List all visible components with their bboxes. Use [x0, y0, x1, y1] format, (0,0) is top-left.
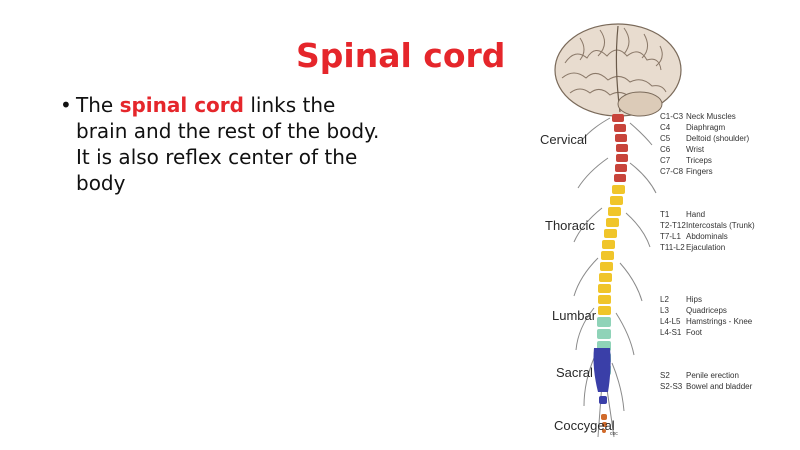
level-function: Triceps	[686, 156, 712, 165]
level-code: S2	[660, 371, 670, 380]
level-code: C7-C8	[660, 167, 684, 176]
level-function: Penile erection	[686, 371, 739, 380]
coccyx-tag: coc	[610, 431, 618, 437]
level-code: L3	[660, 306, 669, 315]
level-function: Foot	[686, 328, 703, 337]
level-code: T2-T12	[660, 221, 686, 230]
spine-illustration: coc	[554, 23, 682, 438]
level-function: Quadriceps	[686, 306, 727, 315]
level-code: L2	[660, 295, 669, 304]
spinal-cord-figure: coc Cervical Thoracic Lumbar Sacral Cocc…	[540, 18, 800, 450]
level-function: Diaphragm	[686, 123, 726, 132]
level-function: Fingers	[686, 167, 713, 176]
level-code: C1-C3	[660, 112, 684, 121]
level-code: T7-L1	[660, 232, 681, 241]
level-function: Hamstrings - Knee	[686, 317, 753, 326]
segment-label-coccygeal: Coccygeal	[554, 418, 615, 433]
level-code: L4-L5	[660, 317, 681, 326]
level-function: Bowel and bladder	[686, 382, 753, 391]
slide-title: Spinal cord	[296, 36, 506, 75]
vertebrae	[593, 114, 628, 433]
bullet-text-post: links the brain and the rest of the body…	[76, 93, 380, 195]
level-code: S2-S3	[660, 382, 683, 391]
level-function: Intercostals (Trunk)	[686, 221, 755, 230]
level-code: C6	[660, 145, 671, 154]
bullet-marker: •	[60, 93, 72, 117]
level-code: T11-L2	[660, 243, 685, 252]
level-function: Deltoid (shoulder)	[686, 134, 750, 143]
nerve-roots	[573, 117, 657, 438]
level-function: Abdominals	[686, 232, 728, 241]
bullet-item: The spinal cord links the brain and the …	[76, 92, 390, 196]
level-function: Ejaculation	[686, 243, 726, 252]
bullet-list: • The spinal cord links the brain and th…	[60, 92, 390, 196]
brain-illustration	[554, 23, 682, 117]
level-code: C7	[660, 156, 671, 165]
level-code: T1	[660, 210, 670, 219]
level-function: Neck Muscles	[686, 112, 736, 121]
bullet-text-pre: The	[76, 93, 120, 117]
level-code: L4-S1	[660, 328, 682, 337]
level-function: Hand	[686, 210, 706, 219]
segment-label-cervical: Cervical	[540, 132, 587, 147]
segment-label-lumbar: Lumbar	[552, 308, 597, 323]
level-code: C4	[660, 123, 671, 132]
level-function: Hips	[686, 295, 703, 304]
level-function: Wrist	[686, 145, 705, 154]
segment-label-thoracic: Thoracic	[545, 218, 595, 233]
segment-label-sacral: Sacral	[556, 365, 593, 380]
bullet-highlight: spinal cord	[119, 93, 244, 117]
level-code: C5	[660, 134, 671, 143]
